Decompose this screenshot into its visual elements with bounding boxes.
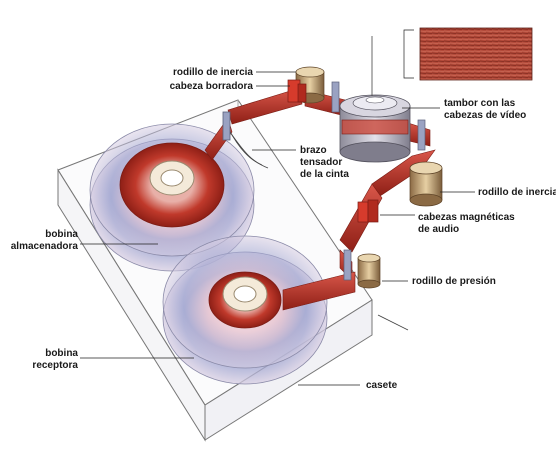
video-head-drum xyxy=(340,36,410,162)
label-brazo-line3: de la cinta xyxy=(300,169,349,180)
label-casete: casete xyxy=(366,380,398,391)
label-rodillo-inercia-right: rodillo de inercia xyxy=(478,187,556,198)
label-cabezas-audio-line1: cabezas magnéticas xyxy=(418,212,515,223)
label-tambor-line1: tambor con las xyxy=(444,98,516,109)
label-brazo-line1: brazo xyxy=(300,145,327,156)
takeup-reel xyxy=(163,236,327,384)
label-rodillo-presion: rodillo de presión xyxy=(412,276,496,287)
label-brazo-line2: tensador xyxy=(300,157,342,168)
tape-detail-inset xyxy=(404,28,532,80)
label-rodillo-inercia-top: rodillo de inercia xyxy=(173,67,253,78)
label-bobina-almacenadora-line1: bobina xyxy=(45,229,78,240)
label-bobina-receptora-line2: receptora xyxy=(32,360,78,371)
label-bobina-almacenadora-line2: almacenadora xyxy=(11,241,79,252)
label-tambor-line2: cabezas de vídeo xyxy=(444,110,526,121)
label-cabeza-borradora: cabeza borradora xyxy=(170,81,254,92)
right-inertia-roller xyxy=(410,162,442,206)
label-bobina-receptora-line1: bobina xyxy=(45,348,78,359)
label-cabezas-audio-line2: de audio xyxy=(418,224,459,235)
audio-heads xyxy=(358,200,378,222)
